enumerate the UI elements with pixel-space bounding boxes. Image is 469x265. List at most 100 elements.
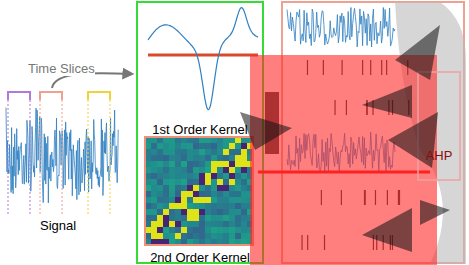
heatmap-cell bbox=[175, 161, 181, 167]
heatmap-cell bbox=[151, 179, 157, 185]
slice-bracket bbox=[40, 92, 62, 100]
heatmap-cell bbox=[223, 191, 229, 197]
arrow-head bbox=[362, 85, 412, 118]
node-label: 1st Order Kernel bbox=[152, 122, 247, 137]
heatmap-cell bbox=[235, 167, 241, 173]
heatmap-cell bbox=[163, 233, 169, 239]
heatmap-cell bbox=[157, 143, 163, 149]
heatmap-cell bbox=[193, 227, 199, 233]
heatmap-cell bbox=[217, 233, 223, 239]
heatmap-cell bbox=[211, 191, 217, 197]
heatmap-cell bbox=[241, 185, 247, 191]
heatmap-cell bbox=[211, 155, 217, 161]
heatmap-cell bbox=[241, 227, 247, 233]
heatmap-cell bbox=[241, 155, 247, 161]
heatmap-cell bbox=[229, 233, 235, 239]
heatmap-cell bbox=[217, 149, 223, 155]
heatmap-cell bbox=[223, 185, 229, 191]
heatmap-cell bbox=[217, 173, 223, 179]
heatmap-cell bbox=[175, 197, 181, 203]
heatmap-cell bbox=[181, 155, 187, 161]
heatmap-cell bbox=[151, 227, 157, 233]
slice-guide bbox=[62, 100, 63, 215]
heatmap-cell bbox=[163, 209, 169, 215]
heatmap-cell bbox=[151, 215, 157, 221]
heatmap-cell bbox=[187, 173, 193, 179]
heatmap-cell bbox=[169, 167, 175, 173]
heatmap-cell bbox=[241, 179, 247, 185]
heatmap-cell bbox=[163, 173, 169, 179]
heatmap-cell bbox=[217, 143, 223, 149]
heatmap-cell bbox=[229, 185, 235, 191]
heatmap-cell bbox=[181, 191, 187, 197]
heatmap-cell bbox=[199, 173, 205, 179]
zero-line bbox=[148, 54, 258, 57]
heatmap-cell bbox=[229, 149, 235, 155]
heatmap-cell bbox=[151, 191, 157, 197]
heatmap-cell bbox=[187, 209, 193, 215]
heatmap-cell bbox=[241, 209, 247, 215]
heatmap-cell bbox=[211, 173, 217, 179]
heatmap-cell bbox=[241, 203, 247, 209]
heatmap-cell bbox=[157, 197, 163, 203]
heatmap-cell bbox=[217, 185, 223, 191]
heatmap-cell bbox=[199, 209, 205, 215]
heatmap-cell bbox=[211, 197, 217, 203]
heatmap-cell bbox=[187, 191, 193, 197]
heatmap-cell bbox=[175, 155, 181, 161]
heatmap-cell bbox=[229, 167, 235, 173]
heatmap-cell bbox=[229, 173, 235, 179]
heatmap-cell bbox=[187, 221, 193, 227]
heatmap-cell bbox=[193, 215, 199, 221]
heatmap-cell bbox=[199, 185, 205, 191]
heatmap-cell bbox=[175, 191, 181, 197]
heatmap-cell bbox=[157, 233, 163, 239]
heatmap-cell bbox=[211, 149, 217, 155]
heatmap-cell bbox=[211, 215, 217, 221]
heatmap-cell bbox=[235, 233, 241, 239]
heatmap-cell bbox=[205, 173, 211, 179]
heatmap-cell bbox=[217, 209, 223, 215]
arrow-head bbox=[240, 112, 292, 150]
heatmap-cell bbox=[193, 155, 199, 161]
heatmap-cell bbox=[181, 227, 187, 233]
heatmap-cell bbox=[205, 149, 211, 155]
heatmap-cell bbox=[163, 191, 169, 197]
heatmap-cell bbox=[187, 179, 193, 185]
heatmap-cell bbox=[193, 161, 199, 167]
heatmap-cell bbox=[223, 197, 229, 203]
heatmap-cell bbox=[163, 167, 169, 173]
heatmap-cell bbox=[199, 161, 205, 167]
heatmap-cell bbox=[229, 197, 235, 203]
slice-guide bbox=[8, 100, 9, 215]
heatmap-cell bbox=[205, 197, 211, 203]
heatmap-cell bbox=[157, 149, 163, 155]
heatmap-cell bbox=[181, 149, 187, 155]
heatmap-cell bbox=[205, 221, 211, 227]
heatmap-cell bbox=[169, 233, 175, 239]
kernel-box: 1st Order Kernel2nd Order Kernel bbox=[138, 3, 262, 262]
heatmap-cell bbox=[157, 173, 163, 179]
kernel-curve bbox=[148, 8, 258, 110]
heatmap-cell bbox=[235, 179, 241, 185]
heatmap-cell bbox=[223, 233, 229, 239]
heatmap-cell bbox=[169, 203, 175, 209]
heatmap-cell bbox=[229, 191, 235, 197]
heatmap-cell bbox=[181, 167, 187, 173]
heatmap-cell bbox=[241, 191, 247, 197]
heatmap-cell bbox=[241, 215, 247, 221]
heatmap-cell bbox=[169, 197, 175, 203]
heatmap-cell bbox=[151, 161, 157, 167]
heatmap-cell bbox=[235, 209, 241, 215]
kernel-panel bbox=[137, 2, 263, 263]
heatmap-cell bbox=[169, 215, 175, 221]
heatmap-cell bbox=[199, 215, 205, 221]
heatmap-cell bbox=[211, 185, 217, 191]
heatmap-cell bbox=[199, 191, 205, 197]
heatmap-cell bbox=[181, 203, 187, 209]
heatmap-cell bbox=[151, 173, 157, 179]
heatmap-cell bbox=[205, 143, 211, 149]
heatmap-cell bbox=[175, 167, 181, 173]
heatmap-cell bbox=[169, 227, 175, 233]
heatmap-cell bbox=[199, 143, 205, 149]
